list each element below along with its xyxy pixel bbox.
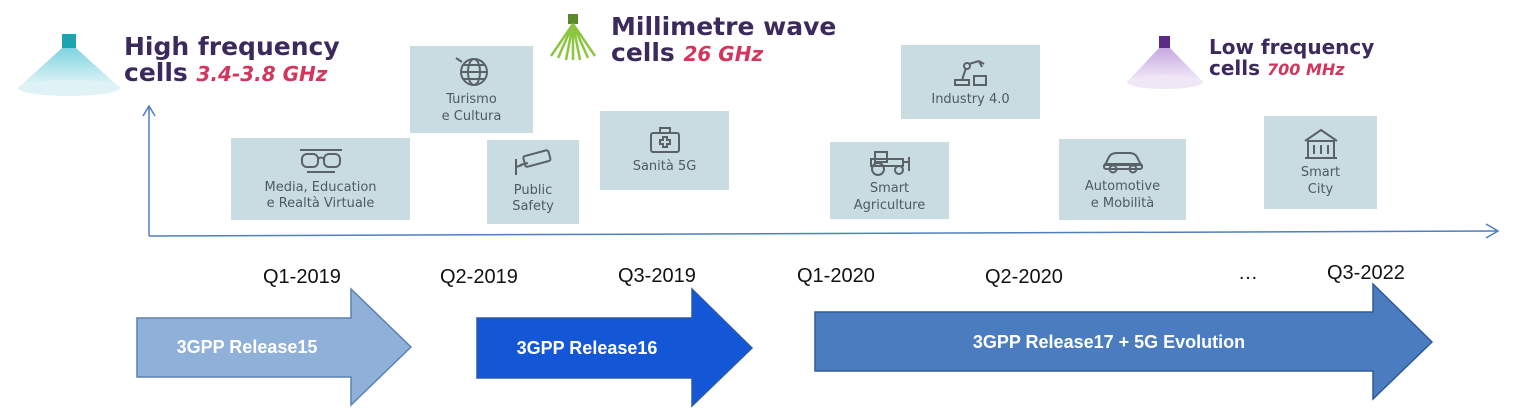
release16-label: 3GPP Release16 [516,338,658,358]
high-frequency-cells-title: High frequency cells 3.4-3.8 GHz [124,32,340,88]
millimetre-wave-cells-title: Millimetre wave cells 26 GHz [611,12,837,68]
release15-arrow [136,287,413,407]
use-case-label: Smart Agriculture [853,181,926,213]
use-case-smart-city: Smart City [1264,116,1377,209]
quarter-label: … [1238,262,1258,284]
use-case-industry-4: Industry 4.0 [901,45,1040,119]
high-frequency-cell-icon [18,34,120,96]
car-icon [1102,152,1143,174]
use-case-smart-agriculture: Smart Agriculture [830,142,949,219]
quarter-label: Q2-2020 [985,266,1063,288]
use-case-label: Sanità 5G [632,159,697,175]
quarter-label: Q3-2019 [618,265,696,287]
use-case-public-safety: Public Safety [487,140,579,224]
quarter-label: Q2-2019 [440,266,518,288]
release17-label: 3GPP Release17 + 5G Evolution [972,332,1246,352]
millimetre-wave-cell-icon [549,14,597,61]
use-case-turismo-cultura: Turismo e Cultura [410,46,533,133]
robot-arm-icon [953,59,987,86]
use-case-media-education: Media, Education e Realtà Virtuale [231,138,410,220]
release15-label: 3GPP Release15 [176,337,318,357]
cctv-camera-icon [515,149,552,175]
use-case-sanita-5g: Sanità 5G [600,111,729,190]
use-case-label: Automotive e Mobilità [1084,179,1161,211]
building-icon [1303,129,1338,160]
globe-icon [454,57,488,87]
first-aid-kit-icon [649,127,680,154]
release16-arrow [476,287,754,408]
quarter-label: Q1-2020 [797,265,875,287]
low-frequency-cell-icon [1127,36,1203,89]
use-case-label: Smart City [1300,165,1341,197]
use-case-automotive-mobilita: Automotive e Mobilità [1059,139,1186,220]
quarter-label: Q1-2019 [263,266,341,288]
tractor-icon [869,151,910,177]
quarter-label: Q3-2022 [1327,262,1405,284]
use-case-label: Media, Education e Realtà Virtuale [264,179,377,211]
use-case-label: Turismo e Cultura [441,92,502,124]
release17-arrow [814,282,1434,401]
vr-goggles-icon [299,148,342,173]
use-case-label: Public Safety [512,182,554,214]
low-frequency-cells-title: Low frequency cells 700 MHz [1209,35,1375,80]
use-case-label: Industry 4.0 [931,91,1010,107]
